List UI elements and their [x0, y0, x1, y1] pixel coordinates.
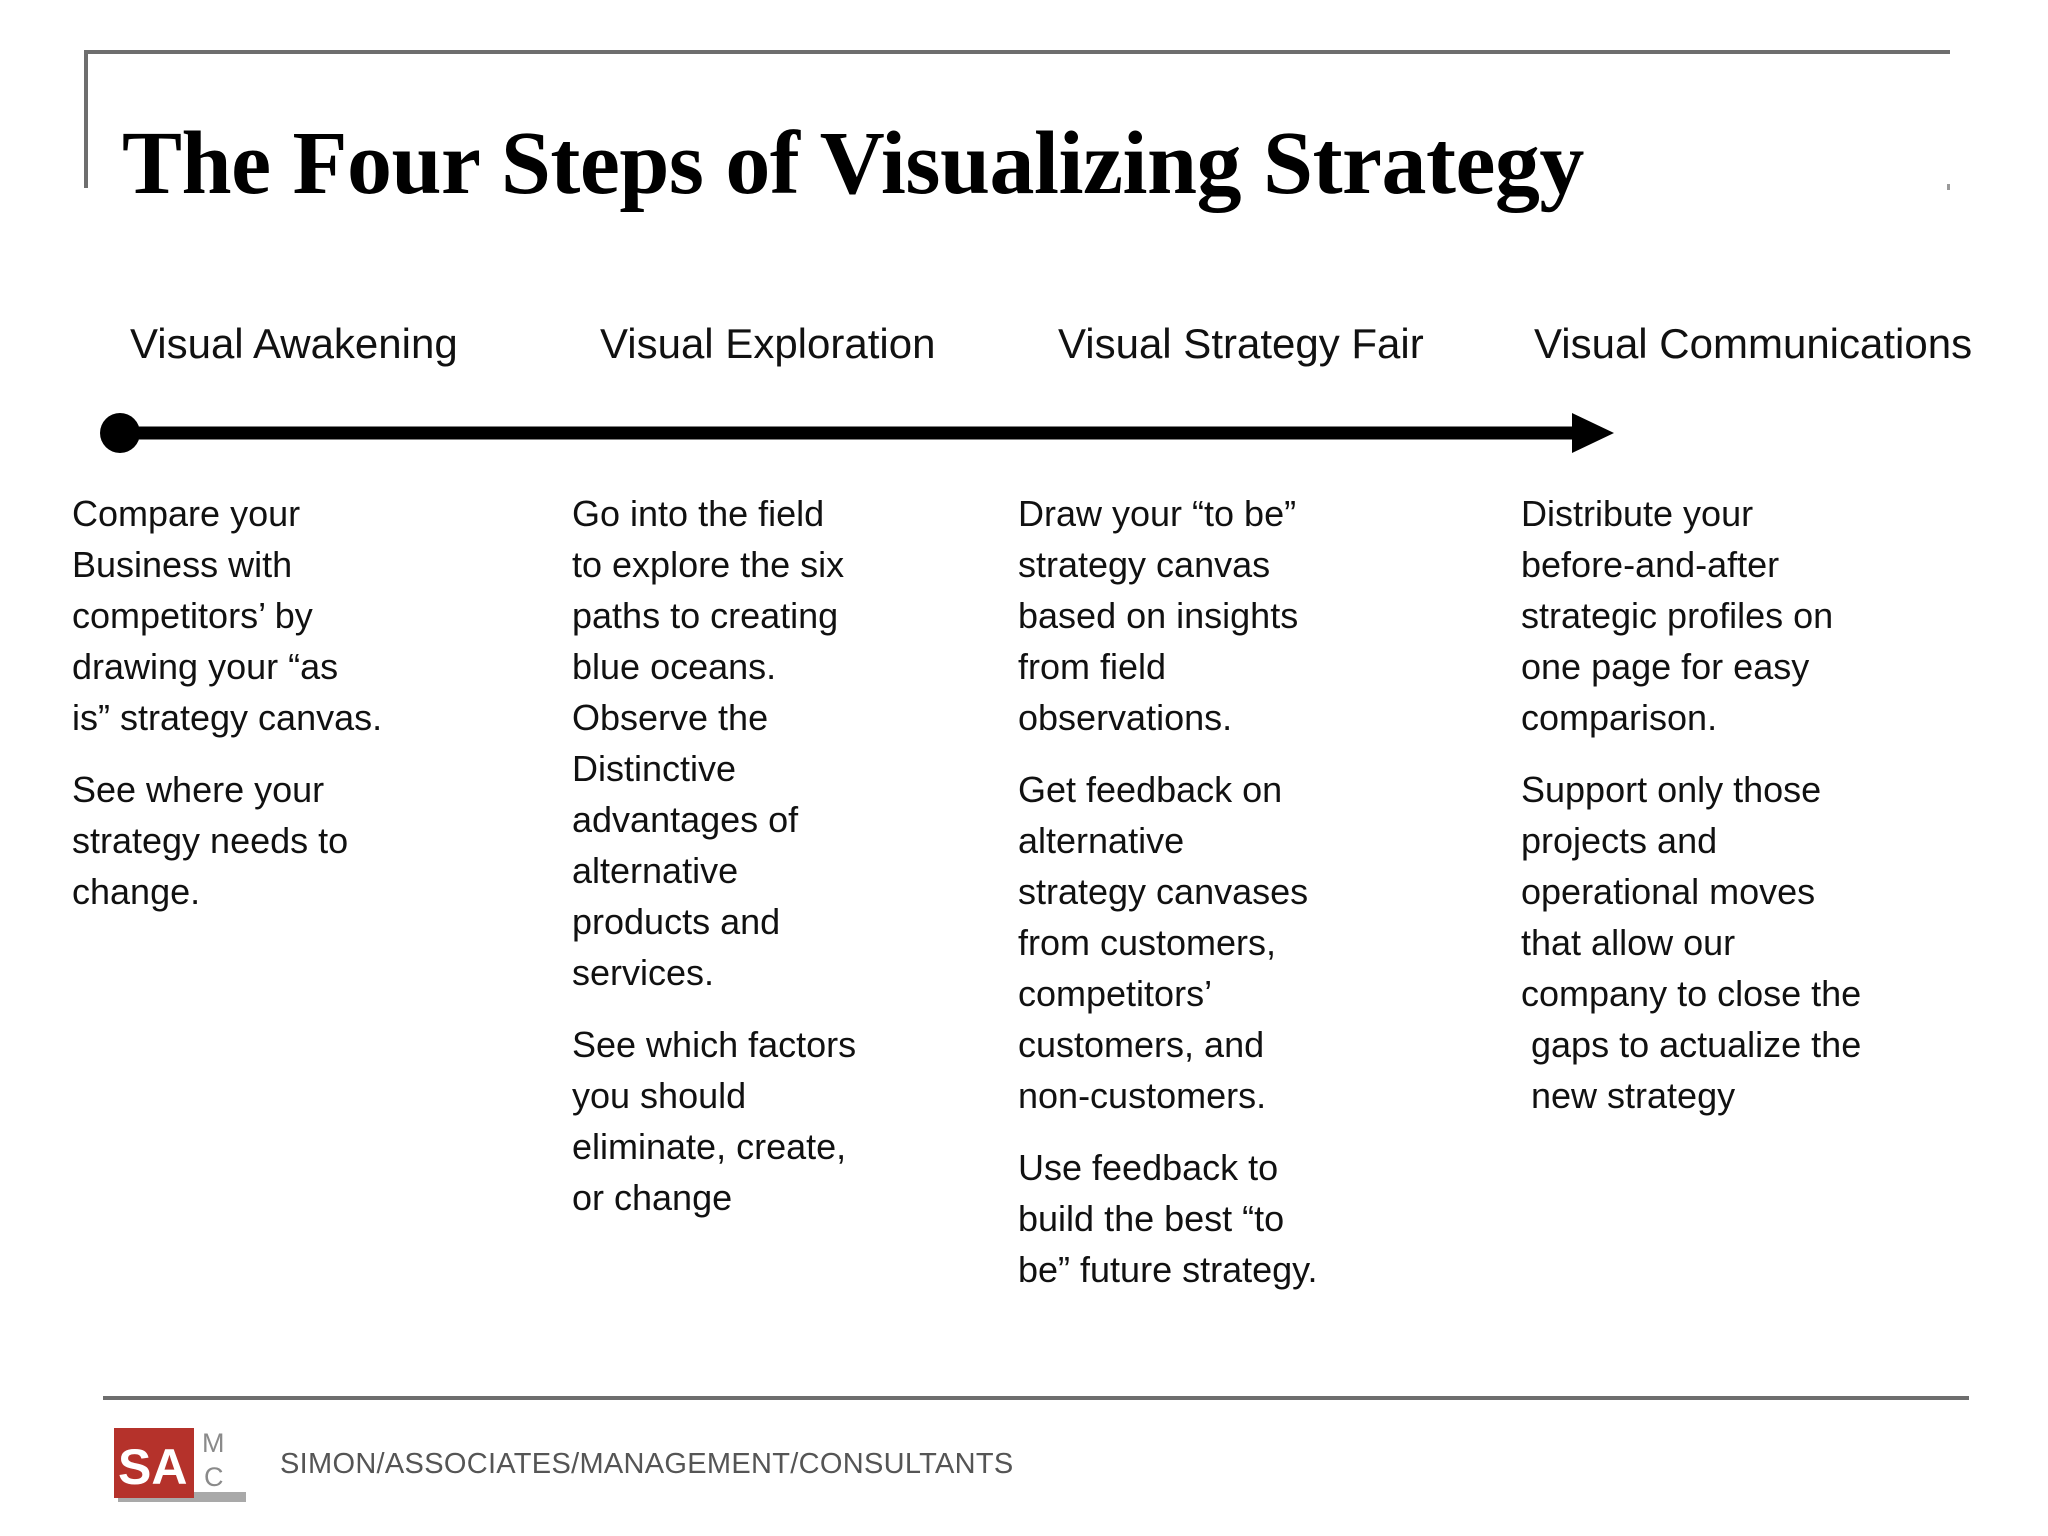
step-heading-visual-communications: Visual Communications [1534, 320, 1973, 367]
logo-letter-m: M [202, 1428, 225, 1458]
step-description: Use feedback to build the best “to be” f… [1018, 1147, 1318, 1290]
logo-letters-sa: SA [118, 1439, 187, 1495]
title-frame-corner-mark [1947, 184, 1950, 190]
footer-divider [103, 1396, 1969, 1400]
step-heading-visual-awakening: Visual Awakening [130, 320, 458, 367]
timeline-arrow [100, 413, 1614, 453]
title-frame-top-border [84, 50, 1950, 54]
step-column-visual-exploration: Go into the field to explore the six pat… [572, 488, 856, 1223]
logo-red-block [114, 1428, 194, 1498]
step-description: Support only those projects and operatio… [1521, 769, 1862, 1116]
step-description: Observe the Distinctive advantages of al… [572, 697, 799, 993]
step-description: Go into the field to explore the six pat… [572, 493, 845, 687]
page-title: The Four Steps of Visualizing Strategy [122, 114, 1584, 213]
step-heading-visual-exploration: Visual Exploration [600, 320, 936, 367]
timeline-arrowhead [1572, 413, 1614, 453]
step-column-visual-communications: Distribute your before-and-after strateg… [1521, 488, 1861, 1121]
step-description: Draw your “to be” strategy canvas based … [1018, 493, 1299, 738]
samc-logo: SA M C [114, 1422, 246, 1502]
step-heading-visual-strategy-fair: Visual Strategy Fair [1058, 320, 1424, 367]
logo-letter-c: C [204, 1462, 224, 1492]
step-column-visual-strategy-fair: Draw your “to be” strategy canvas based … [1018, 488, 1317, 1295]
step-description: See which factors you should eliminate, … [572, 1024, 857, 1218]
company-name: SIMON/ASSOCIATES/MANAGEMENT/CONSULTANTS [280, 1448, 1014, 1480]
step-description: Distribute your before-and-after strateg… [1521, 493, 1834, 738]
title-frame-left-border [84, 50, 88, 188]
logo-white-block [194, 1422, 246, 1492]
step-column-visual-awakening: Compare your Business with competitors’ … [72, 488, 382, 917]
step-description: Get feedback on alternative strategy can… [1018, 769, 1309, 1116]
step-description: See where your strategy needs to change. [72, 769, 349, 912]
step-description: Compare your Business with competitors’ … [72, 493, 383, 738]
